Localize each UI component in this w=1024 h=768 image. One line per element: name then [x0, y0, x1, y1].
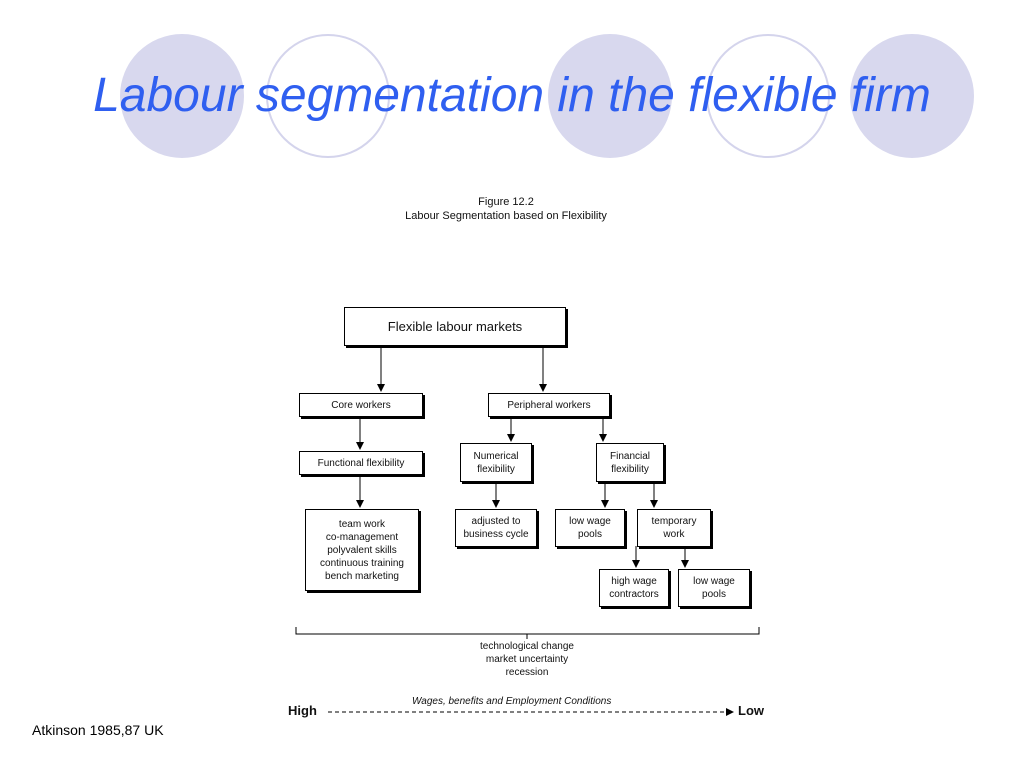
figure-number: Figure 12.2 [478, 196, 534, 208]
numerical-flexibility-box: Numerical flexibility [460, 443, 532, 482]
scale-low-label: Low [738, 703, 764, 718]
scale-high-label: High [288, 703, 317, 718]
low-wage-pools-box-2: low wage pools [678, 569, 750, 607]
financial-flexibility-box: Financial flexibility [596, 443, 664, 482]
slide-title: Labour segmentation in the flexible firm [93, 69, 931, 122]
decorative-circle [120, 34, 244, 158]
decorative-circle [266, 34, 390, 158]
decorative-circle [548, 34, 672, 158]
scale-caption: Wages, benefits and Employment Condition… [412, 696, 612, 707]
decorative-circle [850, 34, 974, 158]
adjusted-cycle-box: adjusted to business cycle [455, 509, 537, 547]
drivers-text: technological change market uncertainty … [480, 641, 574, 678]
core-workers-box: Core workers [299, 393, 423, 417]
temporary-work-box: temporary work [637, 509, 711, 547]
flexible-labour-markets-box: Flexible labour markets [344, 307, 566, 346]
high-wage-contractors-box: high wage contractors [599, 569, 669, 607]
core-practices-box: team work co-management polyvalent skill… [305, 509, 419, 591]
citation: Atkinson 1985,87 UK [32, 722, 164, 738]
peripheral-workers-box: Peripheral workers [488, 393, 610, 417]
decorative-circle [706, 34, 830, 158]
low-wage-pools-box: low wage pools [555, 509, 625, 547]
bracket-line [295, 627, 760, 635]
functional-flexibility-box: Functional flexibility [299, 451, 423, 475]
figure-caption: Labour Segmentation based on Flexibility [405, 210, 607, 222]
